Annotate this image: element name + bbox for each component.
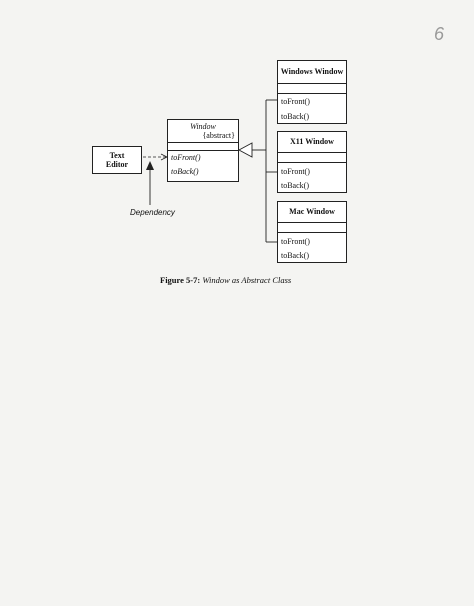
windows-window-method: toBack() [281,112,309,121]
x11-window-method: toBack() [281,181,309,190]
windows-window-class-name: Windows Window [280,67,344,76]
x11-window-method: toFront() [281,167,310,176]
mac-window-class-name: Mac Window [289,207,335,216]
windows-window-class-box: Windows Window toFront() toBack() [277,60,347,124]
windows-window-method: toFront() [281,97,310,106]
dependency-pointer-arrowhead [146,161,154,170]
text-editor-label: Text Editor [105,151,129,169]
generalization-triangle [238,142,253,158]
figure-title: Window as Abstract Class [202,275,292,285]
page-number: 6 [434,24,445,44]
window-method: toBack() [171,167,199,176]
mac-window-method: toBack() [281,251,309,260]
figure-number: Figure 5-7: [160,275,201,285]
text-editor-box: Text Editor [92,146,142,174]
x11-window-class-name: X11 Window [290,137,334,146]
figure-caption: Figure 5-7: Window as Abstract Class [160,275,291,285]
window-class-name: Window [190,122,216,131]
x11-window-class-box: X11 Window toFront() toBack() [277,131,347,193]
mac-window-method: toFront() [281,237,310,246]
window-method: toFront() [171,153,201,162]
window-class-stereotype: {abstract} [202,131,235,140]
dependency-label: Dependency [130,208,175,217]
window-class-box: Window {abstract} toFront() toBack() [167,119,239,182]
mac-window-class-box: Mac Window toFront() toBack() [277,201,347,263]
